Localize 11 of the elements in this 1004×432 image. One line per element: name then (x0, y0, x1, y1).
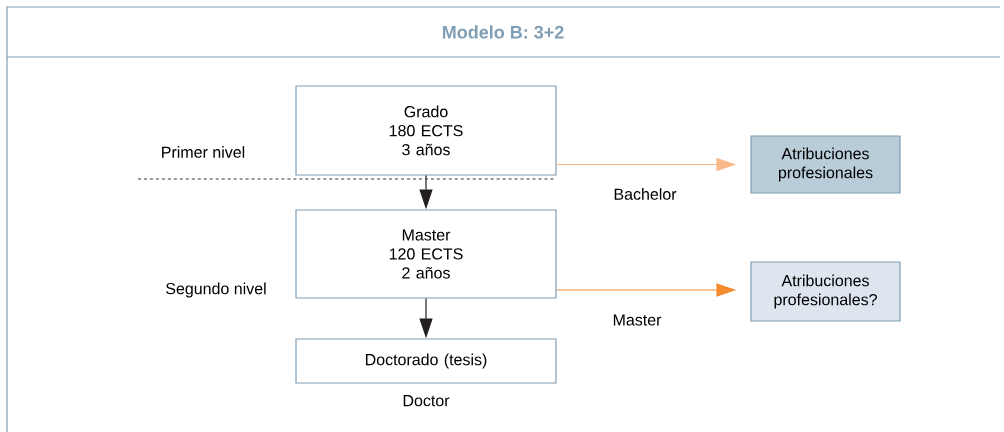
edge-label: Master (611, 313, 663, 327)
level-label: Segundo nivel (166, 282, 266, 298)
stage-box: Master 120 ECTS 2 años (295, 209, 557, 299)
node-caption: Doctor (403, 395, 450, 407)
title: Modelo B: 3+2 (442, 25, 564, 39)
level-label: Primer nivel (162, 146, 245, 158)
outcome-box: Atribuciones profesionales (750, 135, 901, 194)
outcome-box: Atribuciones profesionales? (750, 261, 901, 322)
stage-box: Doctorado (tesis) (295, 338, 557, 384)
edge-label: Bachelor (612, 187, 678, 201)
stage-box: Grado 180 ECTS 3 años (295, 85, 557, 176)
